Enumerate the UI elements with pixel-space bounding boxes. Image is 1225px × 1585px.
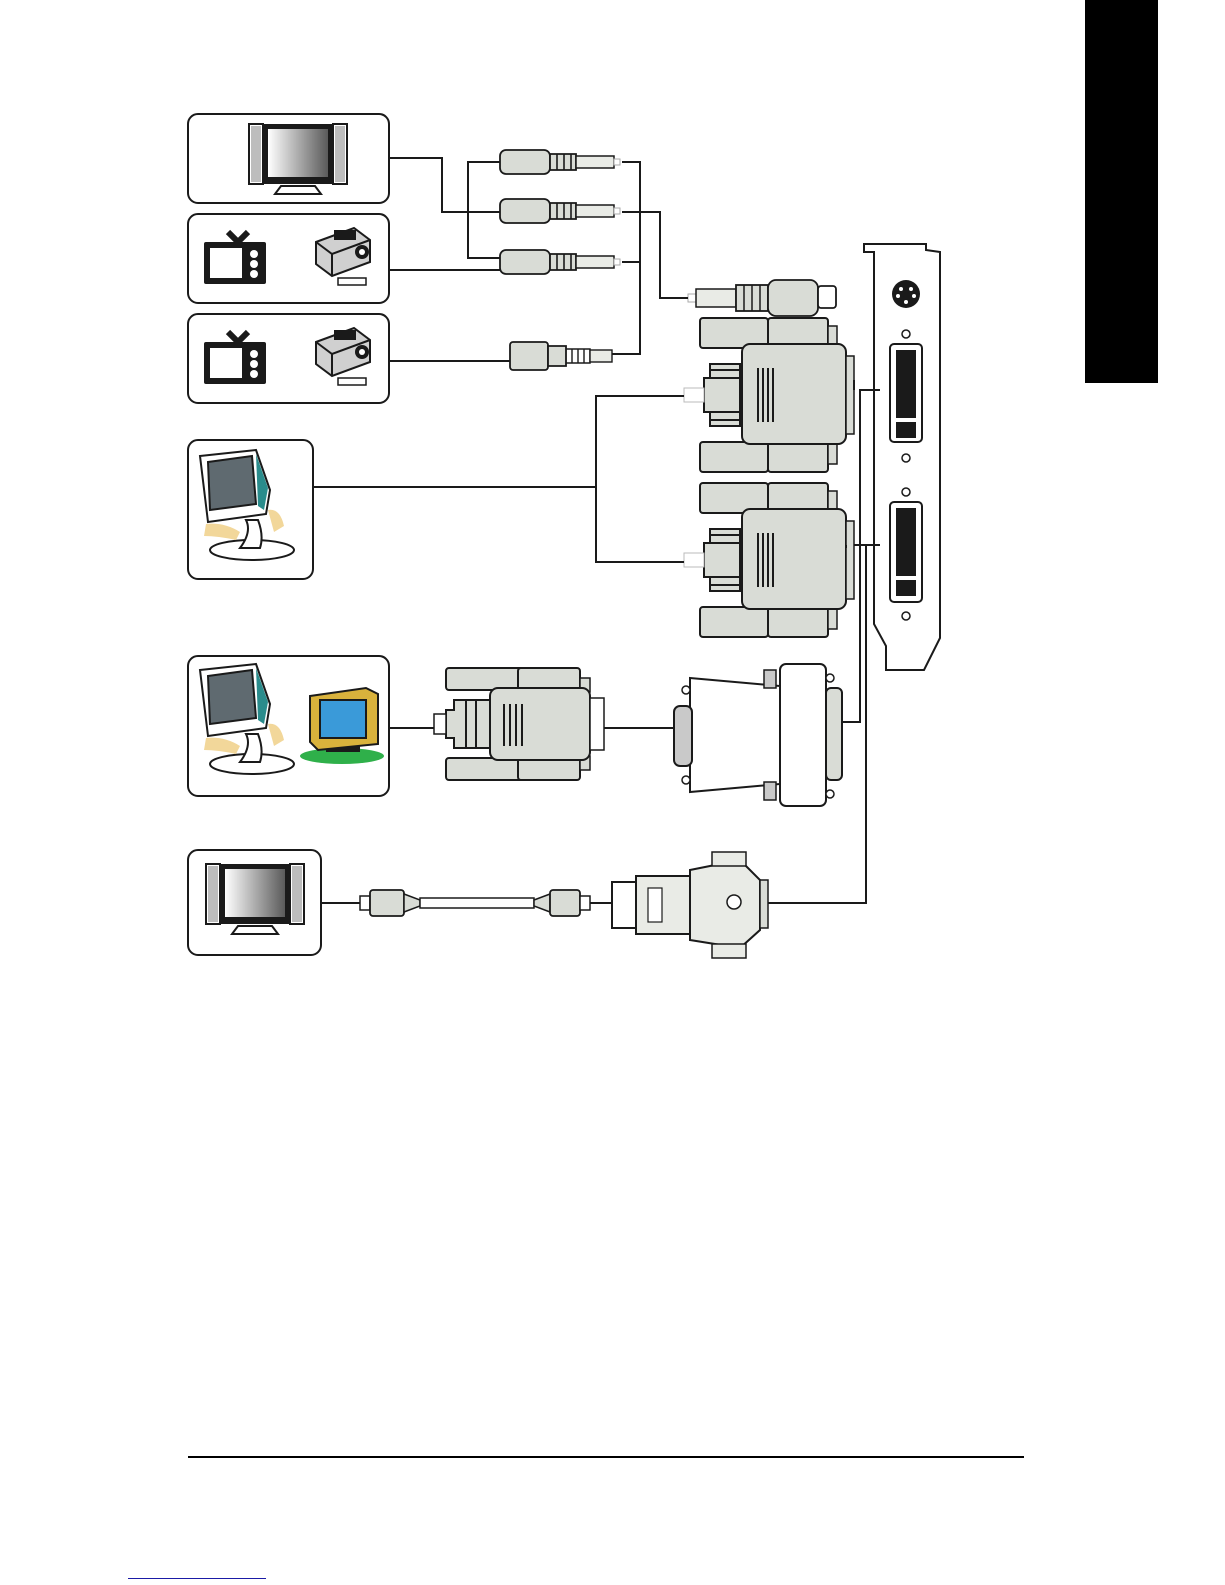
vga-plug <box>434 668 604 780</box>
component-rca-plug-1 <box>500 150 620 174</box>
component-rca-plug-3 <box>500 250 620 274</box>
crt-monitor-icon <box>300 688 384 764</box>
composite-rca-plug <box>510 342 612 370</box>
dvi-to-hdmi-adapter <box>612 852 768 958</box>
flat-tv-icon <box>206 864 304 934</box>
page-link-underline[interactable] <box>128 1578 266 1579</box>
tv-projector-composite-box <box>188 314 389 403</box>
dvi-to-vga-adapter <box>674 664 842 806</box>
dvi-plug-2 <box>684 483 854 637</box>
hdmi-cable <box>360 890 590 916</box>
lcd-monitor-dvi-box <box>188 440 313 579</box>
monitors-vga-box <box>188 656 389 796</box>
flat-tv-icon <box>249 124 347 194</box>
footer-rule <box>188 1456 1024 1458</box>
component-rca-plug-2 <box>500 199 620 223</box>
hdtv-component-box <box>188 114 389 203</box>
dvi-plug-1 <box>684 318 854 472</box>
graphics-card-bracket <box>864 244 940 670</box>
hdtv-hdmi-box <box>188 850 321 955</box>
tv-projector-svideo-box <box>188 214 389 303</box>
svideo-plug <box>688 280 836 316</box>
